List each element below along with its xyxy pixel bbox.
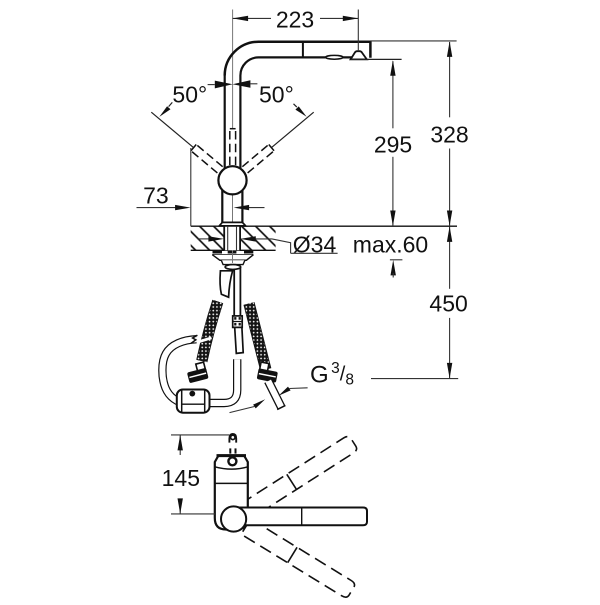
svg-text:145: 145 — [162, 465, 200, 491]
svg-text:Ø34: Ø34 — [293, 232, 337, 258]
svg-text:450: 450 — [429, 291, 467, 317]
svg-text:73: 73 — [143, 183, 169, 209]
svg-text:max.60: max.60 — [353, 232, 428, 258]
svg-text:223: 223 — [276, 7, 314, 33]
svg-text:50°: 50° — [259, 82, 294, 108]
svg-text:295: 295 — [374, 132, 412, 158]
svg-text:328: 328 — [430, 122, 468, 148]
svg-text:50°: 50° — [172, 82, 207, 108]
